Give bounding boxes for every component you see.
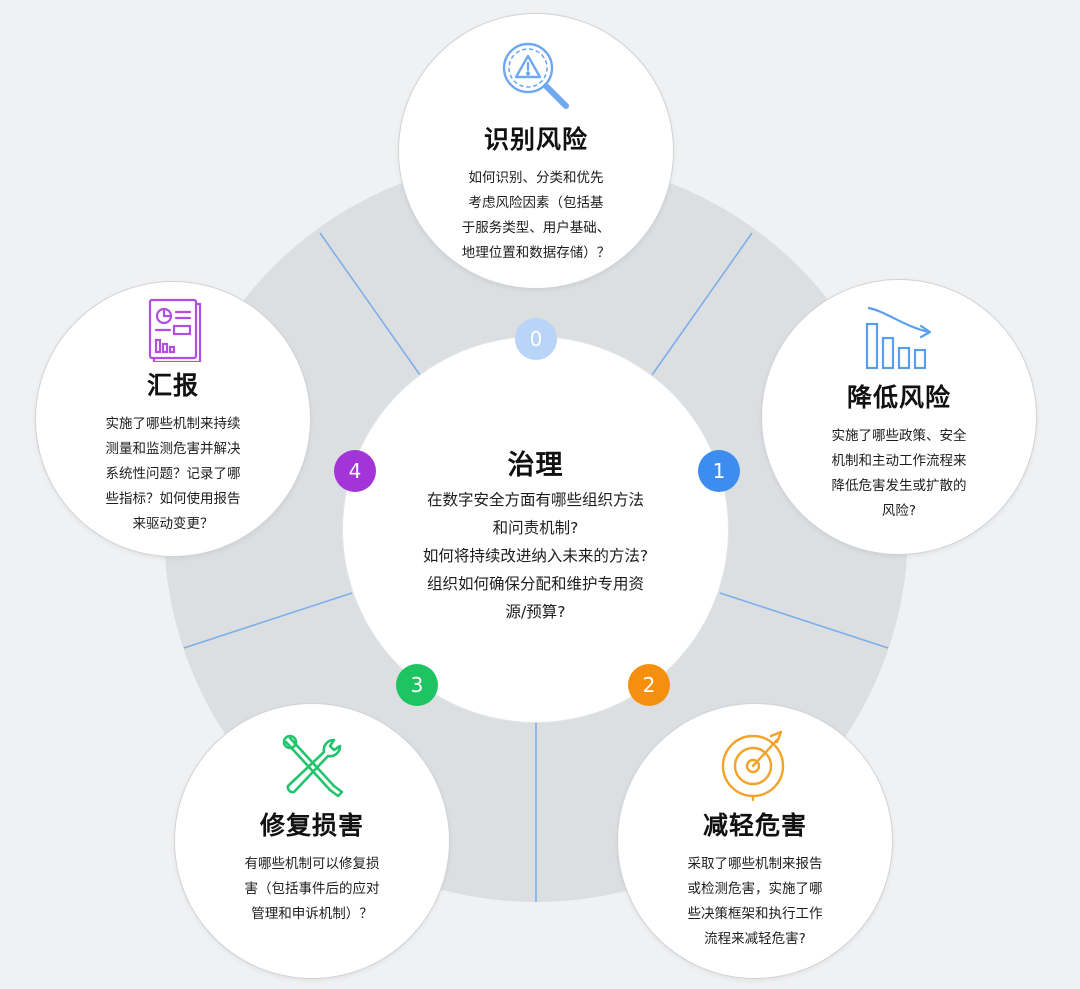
divider-line <box>651 232 753 376</box>
step-badge-0: 0 <box>515 318 557 360</box>
magnifier-warning-icon <box>502 42 569 109</box>
step-repair-damage: 修复损害 有哪些机制可以修复损 害（包括事件后的应对 管理和申诉机制）？ <box>175 704 449 978</box>
step-title: 汇报 <box>146 371 199 400</box>
step-report: 汇报 实施了哪些机制来持续 测量和监测危害并解决 系统性问题？记录了哪 些指标？… <box>36 282 310 556</box>
divider-line <box>183 592 353 649</box>
step-title: 识别风险 <box>483 125 588 154</box>
step-badge-2: 2 <box>628 664 670 706</box>
center-title: 治理 <box>507 450 564 481</box>
step-description: 如何识别、分类和优先 考虑风险因素（包括基 于服务类型、用户基础、 地理位置和数… <box>461 170 611 261</box>
step-title: 减轻危害 <box>702 811 807 840</box>
step-description: 实施了哪些政策、安全 机制和主动工作流程来 降低危害发生或扩散的 风险? <box>831 428 967 519</box>
divider-line <box>719 592 889 649</box>
step-title: 降低风险 <box>846 383 951 412</box>
center-governance: 治理 在数字安全方面有哪些组织方法 和问责机制? 如何将持续改进纳入未来的方法?… <box>343 337 728 722</box>
step-mitigate-harm: 减轻危害 采取了哪些机制来报告 或检测危害，实施了哪 些决策框架和执行工作 流程… <box>618 704 892 978</box>
divider-line <box>319 232 421 376</box>
step-identify-risk: 识别风险 如何识别、分类和优先 考虑风险因素（包括基 于服务类型、用户基础、 地… <box>399 14 673 288</box>
step-badge-4: 4 <box>334 450 376 492</box>
step-description: 实施了哪些机制来持续 测量和监测危害并解决 系统性问题？记录了哪 些指标？如何使… <box>105 416 241 532</box>
step-description: 采取了哪些机制来报告 或检测危害，实施了哪 些决策框架和执行工作 流程来减轻危害… <box>687 856 823 947</box>
step-reduce-risk: 降低风险 实施了哪些政策、安全 机制和主动工作流程来 降低危害发生或扩散的 风险… <box>762 280 1036 554</box>
report-document-icon <box>148 298 202 362</box>
step-badge-3: 3 <box>396 664 438 706</box>
center-description: 在数字安全方面有哪些组织方法 和问责机制? 如何将持续改进纳入未来的方法? 组织… <box>422 491 649 621</box>
step-description: 有哪些机制可以修复损 害（包括事件后的应对 管理和申诉机制）？ <box>244 856 380 922</box>
step-title: 修复损害 <box>259 811 364 840</box>
wrench-screwdriver-icon <box>282 734 344 798</box>
declining-bar-chart-icon <box>865 306 932 370</box>
step-badge-1: 1 <box>698 450 740 492</box>
radar-target-icon <box>721 730 785 802</box>
